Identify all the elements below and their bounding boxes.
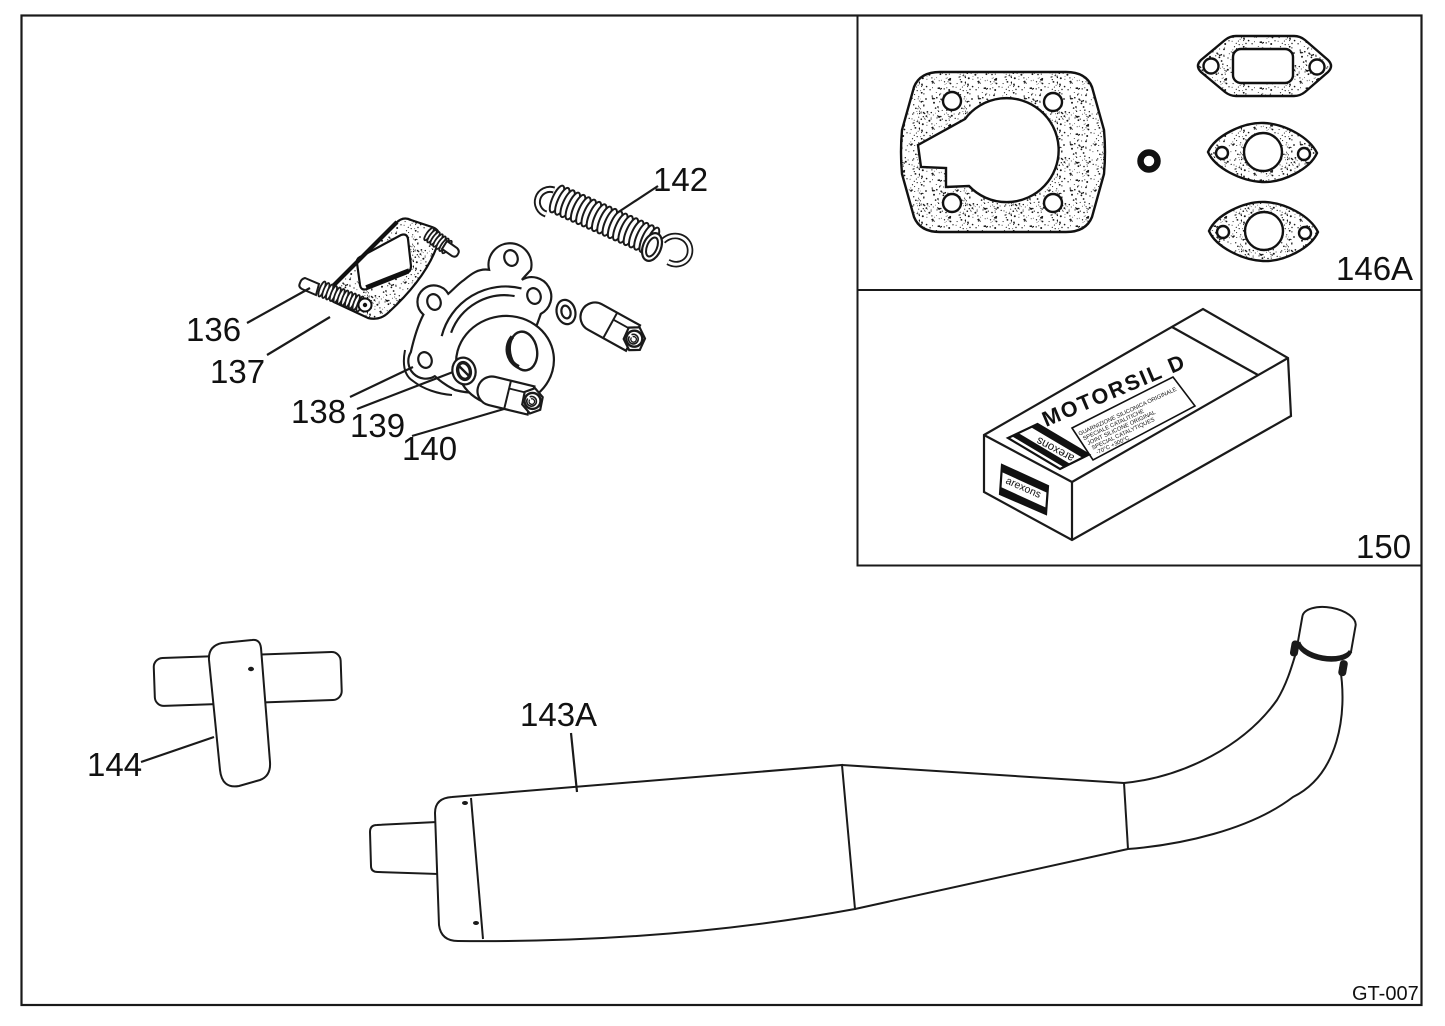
svg-text:146A: 146A — [1336, 250, 1413, 287]
svg-text:139: 139 — [350, 407, 405, 444]
svg-text:142: 142 — [653, 161, 708, 198]
svg-text:138: 138 — [291, 393, 346, 430]
svg-text:144: 144 — [87, 746, 142, 783]
svg-text:GT-007: GT-007 — [1352, 983, 1419, 1005]
svg-text:140: 140 — [402, 430, 457, 467]
svg-text:150: 150 — [1356, 528, 1411, 565]
svg-text:137: 137 — [210, 353, 265, 390]
svg-text:136: 136 — [186, 311, 241, 348]
svg-text:143A: 143A — [520, 696, 597, 733]
